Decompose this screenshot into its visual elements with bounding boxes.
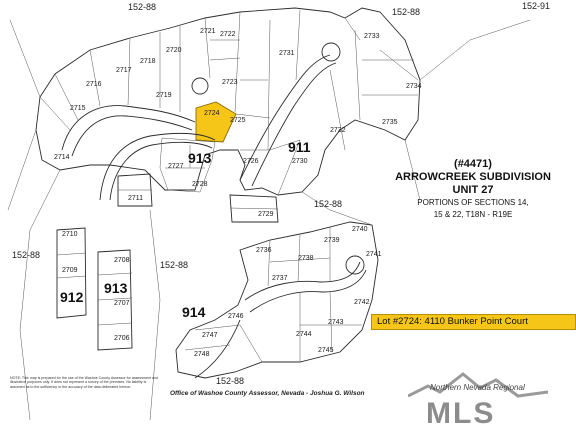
book-label: 152-88: [392, 7, 420, 17]
block-number: 911: [288, 139, 311, 155]
svg-text:2727: 2727: [168, 163, 184, 170]
svg-text:2732: 2732: [330, 127, 346, 134]
svg-text:2742: 2742: [354, 299, 370, 306]
svg-text:2745: 2745: [318, 347, 334, 354]
svg-text:2731: 2731: [279, 50, 295, 57]
svg-text:2725: 2725: [230, 117, 246, 124]
svg-text:2734: 2734: [406, 83, 422, 90]
subdivision-name: ARROWCREEK SUBDIVISION: [395, 171, 551, 183]
svg-text:2726: 2726: [243, 158, 259, 165]
lot-lines-north: [39, 9, 419, 196]
block-number: 913: [188, 150, 212, 166]
title-block: (#4471) ARROWCREEK SUBDIVISION UNIT 27 P…: [390, 158, 556, 220]
cul-de-sac-south: [345, 255, 365, 275]
block-number: 912: [60, 289, 84, 305]
lot-lines-west: [56, 173, 153, 351]
svg-text:2741: 2741: [366, 251, 382, 258]
road-block-913-curve: [99, 132, 216, 201]
document-number: (#4471): [454, 158, 492, 170]
lot-lines-2729: [229, 194, 279, 223]
subdivision-boundary-south: [175, 221, 379, 379]
mountain-icon: [408, 372, 549, 398]
cul-de-sac-north: [321, 42, 341, 62]
assessor-credit: Office of Washoe County Assessor, Nevada…: [170, 390, 365, 397]
subdivision-boundary: [35, 7, 421, 196]
svg-text:2715: 2715: [70, 105, 86, 112]
road-left-loop: [61, 105, 196, 151]
unit-number: UNIT 27: [452, 184, 494, 196]
svg-text:2748: 2748: [194, 351, 210, 358]
township-line: 15 & 22, T18N - R19E: [433, 210, 513, 219]
book-label: 152-88: [216, 376, 244, 386]
svg-text:2711: 2711: [128, 195, 143, 202]
svg-text:2707: 2707: [114, 300, 130, 307]
lot-lines-south: [184, 227, 362, 363]
book-label: 152-88: [160, 260, 188, 270]
svg-text:2744: 2744: [296, 331, 312, 338]
road-block-913-curve-2: [109, 141, 213, 201]
svg-text:2720: 2720: [166, 47, 182, 54]
road-south-curve-2: [249, 269, 367, 313]
mls-logo: Northern Nevada Regional MLS: [408, 372, 549, 428]
lot-callout[interactable]: Lot #2724: 4110 Bunker Point Court: [371, 314, 576, 330]
road-left-loop-inner: [71, 115, 193, 157]
svg-text:2747: 2747: [202, 332, 218, 339]
svg-text:2730: 2730: [292, 158, 308, 165]
svg-text:2719: 2719: [156, 92, 172, 99]
block-number: 913: [104, 280, 128, 296]
svg-text:2706: 2706: [114, 335, 130, 342]
svg-text:2708: 2708: [114, 257, 130, 264]
svg-text:2716: 2716: [86, 81, 102, 88]
book-label: 152-88: [314, 199, 342, 209]
svg-text:2714: 2714: [54, 154, 70, 161]
adjacent-parcel-lines: [7, 19, 531, 421]
sections-line: PORTIONS OF SECTIONS 14,: [417, 198, 529, 207]
svg-text:2738: 2738: [298, 255, 314, 262]
book-label: 152-88: [128, 2, 156, 12]
svg-text:2724: 2724: [204, 110, 220, 117]
svg-text:2737: 2737: [272, 275, 288, 282]
lot-lines-913-upper: [159, 137, 216, 193]
svg-text:2723: 2723: [222, 79, 238, 86]
svg-text:2736: 2736: [256, 247, 272, 254]
logo-line1: Northern Nevada Regional: [430, 383, 525, 392]
svg-text:2746: 2746: [228, 313, 244, 320]
lot-numbers: 2716 2717 2718 2719 2720 2721 2722 2723 …: [54, 28, 422, 358]
book-label: 152-88: [12, 250, 40, 260]
cul-de-sac-west: [191, 77, 209, 95]
logo-line2: MLS: [426, 397, 495, 428]
svg-text:2721: 2721: [200, 28, 216, 35]
svg-text:2743: 2743: [328, 319, 344, 326]
road-south-west: [194, 319, 241, 379]
svg-text:2728: 2728: [192, 181, 208, 188]
svg-text:2733: 2733: [364, 33, 380, 40]
svg-text:2739: 2739: [324, 237, 340, 244]
road-south-curve: [244, 261, 361, 301]
book-label: 152-91: [522, 1, 550, 11]
svg-text:2729: 2729: [258, 211, 274, 218]
block-number: 914: [182, 304, 206, 320]
svg-text:2718: 2718: [140, 58, 156, 65]
svg-text:2740: 2740: [352, 226, 368, 233]
svg-text:2722: 2722: [220, 31, 236, 38]
svg-text:2735: 2735: [382, 119, 398, 126]
svg-text:2709: 2709: [62, 267, 78, 274]
disclaimer-note: NOTE: This map is prepared for the use o…: [10, 376, 159, 389]
svg-text:2717: 2717: [116, 67, 132, 74]
road-central-curve-2: [251, 62, 337, 187]
svg-text:2710: 2710: [62, 231, 78, 238]
road-central-curve: [239, 54, 331, 181]
